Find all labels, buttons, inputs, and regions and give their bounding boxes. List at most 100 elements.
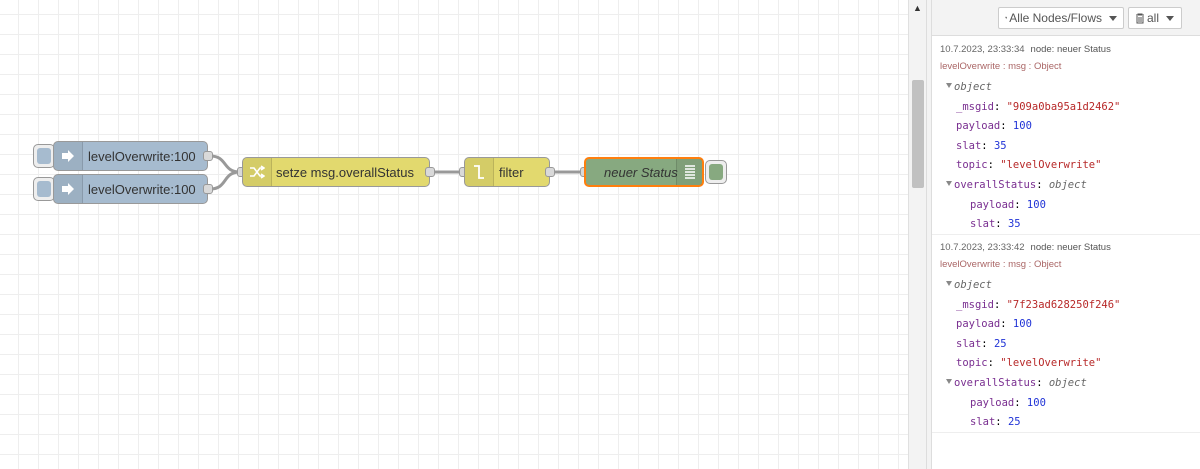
- tree-toggle[interactable]: object: [940, 276, 1192, 296]
- tree-value: "levelOverwrite": [1000, 357, 1102, 370]
- debug-toolbar: Alle Nodes/Flows all: [932, 0, 1200, 36]
- inject-trigger-button[interactable]: [33, 144, 55, 168]
- trash-icon: [1136, 13, 1144, 23]
- output-port[interactable]: [425, 167, 435, 177]
- message-topic: levelOverwrite : msg : Object: [940, 259, 1062, 270]
- scrollbar-thumb[interactable]: [912, 80, 924, 188]
- tree-key: overallStatus: [954, 178, 1037, 191]
- tree-key: overallStatus: [954, 376, 1037, 389]
- tree-key: payload: [970, 396, 1015, 409]
- tree-row[interactable]: payload: 100: [970, 396, 1046, 409]
- inject-node[interactable]: levelOverwrite:100: [53, 174, 208, 204]
- tree-row[interactable]: topic: "levelOverwrite": [956, 357, 1102, 370]
- tree-key: payload: [956, 120, 1001, 133]
- arrow-in-icon: [54, 142, 83, 170]
- tree-value: "909a0ba95a1d2462": [1006, 100, 1121, 113]
- tree-key: slat: [956, 139, 982, 152]
- wires-layer: [209, 154, 584, 191]
- tree-root-type: object: [954, 279, 992, 291]
- message-node[interactable]: node: neuer Status: [1030, 242, 1111, 253]
- tree-value: "levelOverwrite": [1000, 159, 1102, 172]
- inject-node[interactable]: levelOverwrite:100: [53, 141, 208, 171]
- tree-value: 25: [1007, 416, 1021, 429]
- arrow-in-icon: [54, 175, 83, 203]
- debug-message-list[interactable]: 10.7.2023, 23:33:34 node: neuer Status le…: [932, 37, 1200, 469]
- scroll-up-icon[interactable]: ▲: [913, 3, 922, 13]
- chevron-down-icon: [1109, 15, 1117, 21]
- tree-key: topic: [956, 357, 988, 370]
- tree-row[interactable]: slat: 35: [970, 218, 1021, 231]
- tree-key: _msgid: [956, 100, 994, 113]
- inject-trigger-indicator: [37, 181, 51, 197]
- filter-label: Alle Nodes/Flows: [1009, 11, 1102, 25]
- debug-message: 10.7.2023, 23:33:42 node: neuer Status le…: [932, 235, 1200, 433]
- tree-value: 100: [1012, 318, 1032, 331]
- tree-row[interactable]: slat: 25: [970, 416, 1021, 429]
- shuffle-icon: [243, 158, 272, 186]
- workspace-scrollbar[interactable]: ▲: [908, 0, 926, 469]
- tree-value: 35: [1007, 218, 1021, 231]
- clear-messages-button[interactable]: all: [1128, 7, 1182, 29]
- message-timestamp: 10.7.2023, 23:33:34: [940, 44, 1025, 55]
- tree-row[interactable]: payload: 100: [970, 198, 1046, 211]
- sidebar-divider[interactable]: [926, 0, 932, 469]
- tree-toggle[interactable]: object: [940, 78, 1192, 98]
- clear-label: all: [1147, 11, 1160, 25]
- debug-toggle-button[interactable]: [705, 160, 727, 184]
- node-label: setze msg.overallStatus: [276, 164, 415, 180]
- tree-type: object: [1048, 178, 1087, 191]
- node-label: filter: [499, 164, 524, 180]
- list-icon: [676, 159, 702, 185]
- tree-value: 35: [993, 139, 1007, 152]
- tree-row[interactable]: topic: "levelOverwrite": [956, 159, 1102, 172]
- tree-value: 100: [1026, 396, 1046, 409]
- expand-triangle-icon: [946, 378, 952, 384]
- tree-key: payload: [956, 318, 1001, 331]
- tree-key: slat: [970, 416, 996, 429]
- inject-trigger-indicator: [37, 148, 51, 164]
- tree-row[interactable]: slat: 35: [956, 139, 1007, 152]
- tree-key: payload: [970, 198, 1015, 211]
- message-node[interactable]: node: neuer Status: [1030, 44, 1111, 55]
- tree-key: slat: [970, 218, 996, 231]
- node-label: levelOverwrite:100: [88, 181, 196, 197]
- funnel-icon: [465, 158, 494, 186]
- tree-value: 100: [1012, 120, 1032, 133]
- tree-row[interactable]: _msgid: "909a0ba95a1d2462": [956, 100, 1121, 113]
- wire[interactable]: [209, 170, 241, 191]
- tree-key: topic: [956, 159, 988, 172]
- tree-value: 25: [993, 337, 1007, 350]
- tree-key: _msgid: [956, 298, 994, 311]
- debug-node[interactable]: neuer Status: [584, 157, 704, 187]
- tree-row[interactable]: _msgid: "7f23ad628250f246": [956, 298, 1121, 311]
- expand-triangle-icon: [946, 83, 952, 88]
- chevron-down-icon: [1166, 15, 1175, 21]
- funnel-icon: [1005, 16, 1008, 20]
- output-port[interactable]: [545, 167, 555, 177]
- tree-root-type: object: [954, 81, 992, 93]
- debug-toggle-indicator: [709, 164, 723, 180]
- output-port[interactable]: [203, 184, 213, 194]
- tree-row[interactable]: payload: 100: [956, 318, 1032, 331]
- output-port[interactable]: [203, 151, 213, 161]
- message-topic: levelOverwrite : msg : Object: [940, 61, 1062, 72]
- tree-key: slat: [956, 337, 982, 350]
- tree-row[interactable]: payload: 100: [956, 120, 1032, 133]
- wire[interactable]: [209, 154, 241, 174]
- node-label: levelOverwrite:100: [88, 148, 196, 164]
- inject-trigger-button[interactable]: [33, 177, 55, 201]
- filter-dropdown-button[interactable]: Alle Nodes/Flows: [998, 7, 1124, 29]
- message-timestamp: 10.7.2023, 23:33:42: [940, 242, 1025, 253]
- change-node[interactable]: setze msg.overallStatus: [242, 157, 430, 187]
- tree-row[interactable]: slat: 25: [956, 337, 1007, 350]
- flow-workspace[interactable]: levelOverwrite:100 levelOverwrite:100 se…: [0, 0, 908, 469]
- filter-node[interactable]: filter: [464, 157, 550, 187]
- node-label: neuer Status: [604, 164, 678, 180]
- tree-value: "7f23ad628250f246": [1006, 298, 1121, 311]
- debug-sidebar: Alle Nodes/Flows all 10.7.2023, 23:33:34…: [932, 0, 1200, 469]
- tree-type: object: [1048, 376, 1087, 389]
- tree-toggle[interactable]: overallStatus: object: [940, 374, 1192, 394]
- debug-message: 10.7.2023, 23:33:34 node: neuer Status le…: [932, 37, 1200, 235]
- expand-triangle-icon: [946, 281, 952, 286]
- tree-toggle[interactable]: overallStatus: object: [940, 176, 1192, 196]
